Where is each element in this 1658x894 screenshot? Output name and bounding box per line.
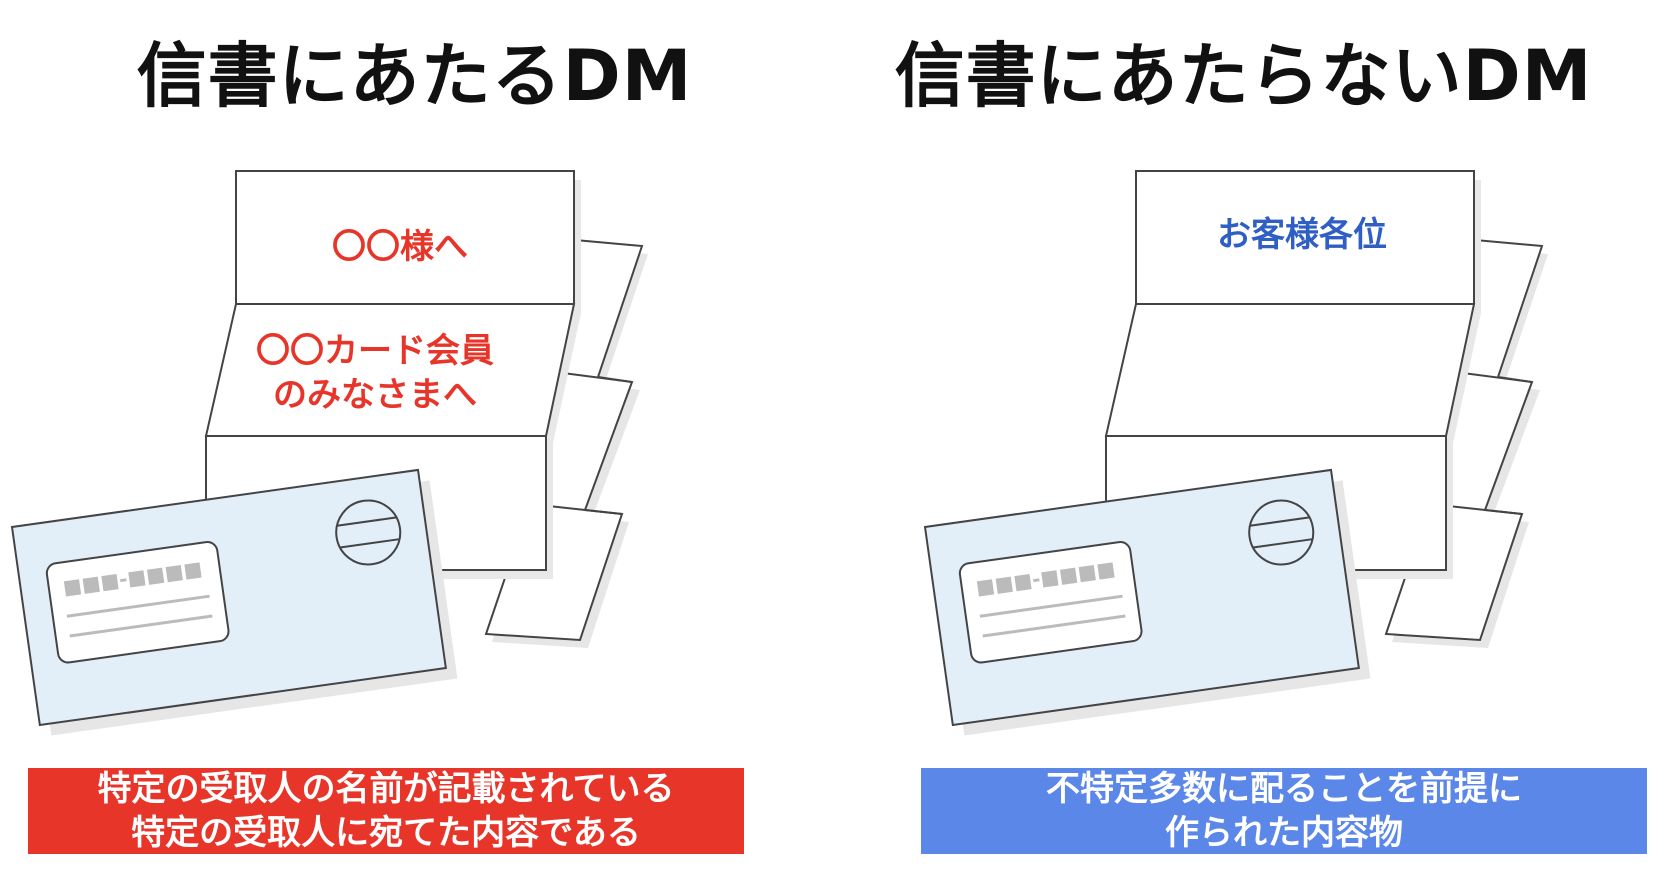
right-caption-line1: 不特定多数に配ることを前提に bbox=[1046, 769, 1522, 809]
right-panel: 信書にあたらないDM お客様各位 ■■■-■■■■ 不特定多数に配ることを前提に… bbox=[829, 0, 1658, 894]
left-illustration: 〇〇様へ 〇〇カード会員 のみなさまへ ■■■-■■■■ bbox=[10, 170, 648, 736]
letter-middle-panel bbox=[1104, 303, 1476, 437]
left-title: 信書にあたるDM bbox=[136, 35, 693, 117]
left-caption: 特定の受取人の名前が記載されている 特定の受取人に宛てた内容である bbox=[28, 768, 744, 854]
letter-top-text: 〇〇様へ bbox=[332, 227, 468, 267]
left-panel: 信書にあたるDM 〇〇様へ 〇〇カード会員 のみなさまへ ■■■-■■■■ bbox=[10, 35, 744, 854]
right-caption-line2: 作られた内容物 bbox=[1165, 813, 1403, 853]
letter-mid-line2: のみなさまへ bbox=[273, 375, 477, 415]
postmark-icon bbox=[335, 499, 402, 566]
right-illustration: お客様各位 ■■■-■■■■ bbox=[923, 170, 1548, 736]
right-caption: 不特定多数に配ることを前提に 作られた内容物 bbox=[921, 768, 1647, 854]
letter-top-panel bbox=[1135, 170, 1475, 305]
address-line-1 bbox=[979, 594, 1123, 618]
left-caption-line1: 特定の受取人の名前が記載されている bbox=[97, 769, 675, 809]
address-line-2 bbox=[982, 614, 1126, 638]
address-line-2 bbox=[69, 614, 213, 638]
letter-top-panel bbox=[235, 170, 575, 305]
postmark-icon bbox=[1248, 499, 1315, 566]
left-caption-line2: 特定の受取人に宛てた内容である bbox=[131, 813, 641, 853]
address-line-1 bbox=[66, 594, 210, 618]
letter-top-text: お客様各位 bbox=[1217, 215, 1387, 255]
letter-mid-line1: 〇〇カード会員 bbox=[256, 331, 494, 371]
right-title: 信書にあたらないDM bbox=[894, 35, 1593, 117]
